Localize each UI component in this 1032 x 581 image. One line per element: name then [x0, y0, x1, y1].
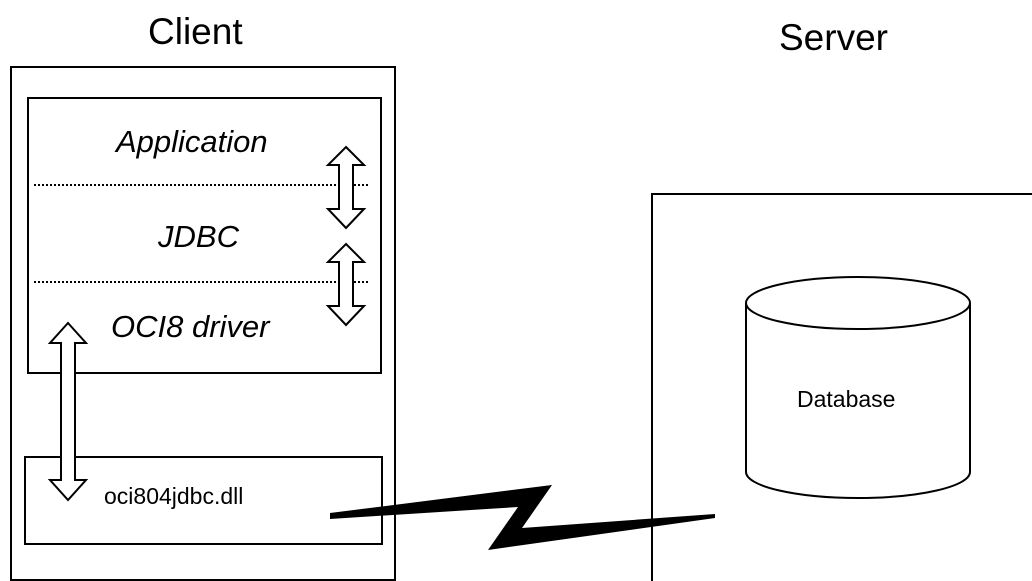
network-link-bolt: [330, 485, 715, 550]
driver-dll-double-arrow: [47, 321, 89, 502]
software-stack-box: [27, 97, 382, 374]
jdbc-layer-label: JDBC: [157, 219, 240, 254]
client-heading: Client: [148, 11, 243, 52]
dll-box: [24, 456, 383, 545]
dll-label: oci804jdbc.dll: [104, 483, 243, 509]
database-cylinder-icon: [745, 276, 971, 499]
database-label: Database: [797, 386, 895, 412]
server-heading: Server: [779, 17, 888, 58]
application-jdbc-double-arrow: [325, 145, 367, 230]
oci-driver-layer-label: OCI8 driver: [111, 309, 271, 344]
application-layer-label: Application: [114, 124, 268, 159]
jdbc-oci-double-arrow: [325, 242, 367, 327]
